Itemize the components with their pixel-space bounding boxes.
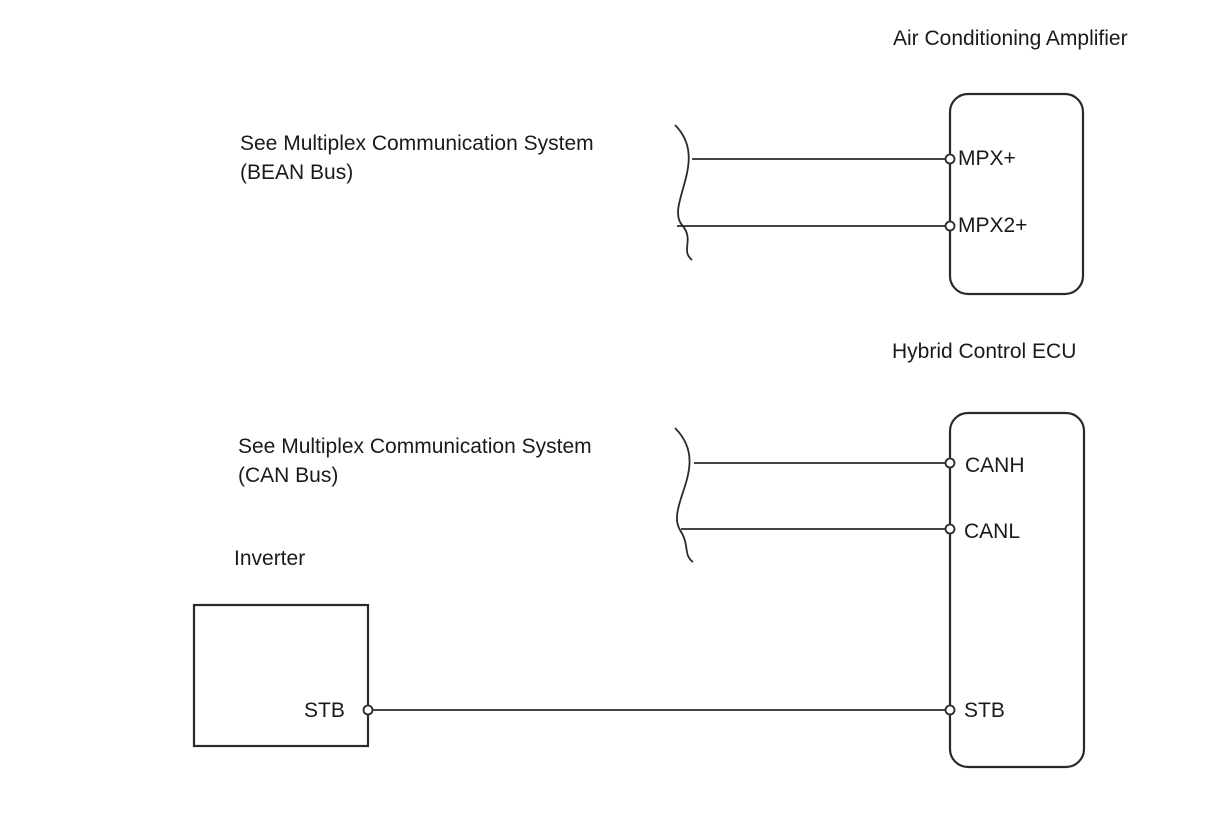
canl-terminal [944, 523, 956, 535]
mpx2-plus-terminal [944, 220, 956, 232]
ecu-stb-label: STB [964, 699, 1005, 722]
hybrid-ecu-title: Hybrid Control ECU [892, 340, 1077, 363]
can-wire-break-symbol [674, 427, 694, 563]
mpx-plus-terminal [944, 153, 956, 165]
inverter-stb-terminal [362, 704, 374, 716]
bean-wire-break-symbol [674, 124, 693, 261]
can-bus-note-line2: (CAN Bus) [238, 464, 339, 487]
ecu-stb-terminal [944, 704, 956, 716]
canh-label: CANH [965, 454, 1025, 477]
canl-label: CANL [964, 520, 1021, 543]
can-bus-note-line1: See Multiplex Communication System [238, 435, 592, 458]
bean-bus-note-line2: (BEAN Bus) [240, 161, 354, 184]
inverter-box [192, 603, 370, 748]
mpx2-plus-label: MPX2+ [958, 214, 1028, 237]
ac-amplifier-box [948, 92, 1085, 296]
mpx-plus-label: MPX+ [958, 147, 1016, 170]
ac-amplifier-title: Air Conditioning Amplifier [893, 27, 1128, 50]
inverter-stb-label: STB [304, 699, 345, 722]
canh-terminal [944, 457, 956, 469]
bean-bus-note-line1: See Multiplex Communication System [240, 132, 594, 155]
hybrid-ecu-box [948, 411, 1086, 769]
inverter-title: Inverter [234, 547, 306, 570]
